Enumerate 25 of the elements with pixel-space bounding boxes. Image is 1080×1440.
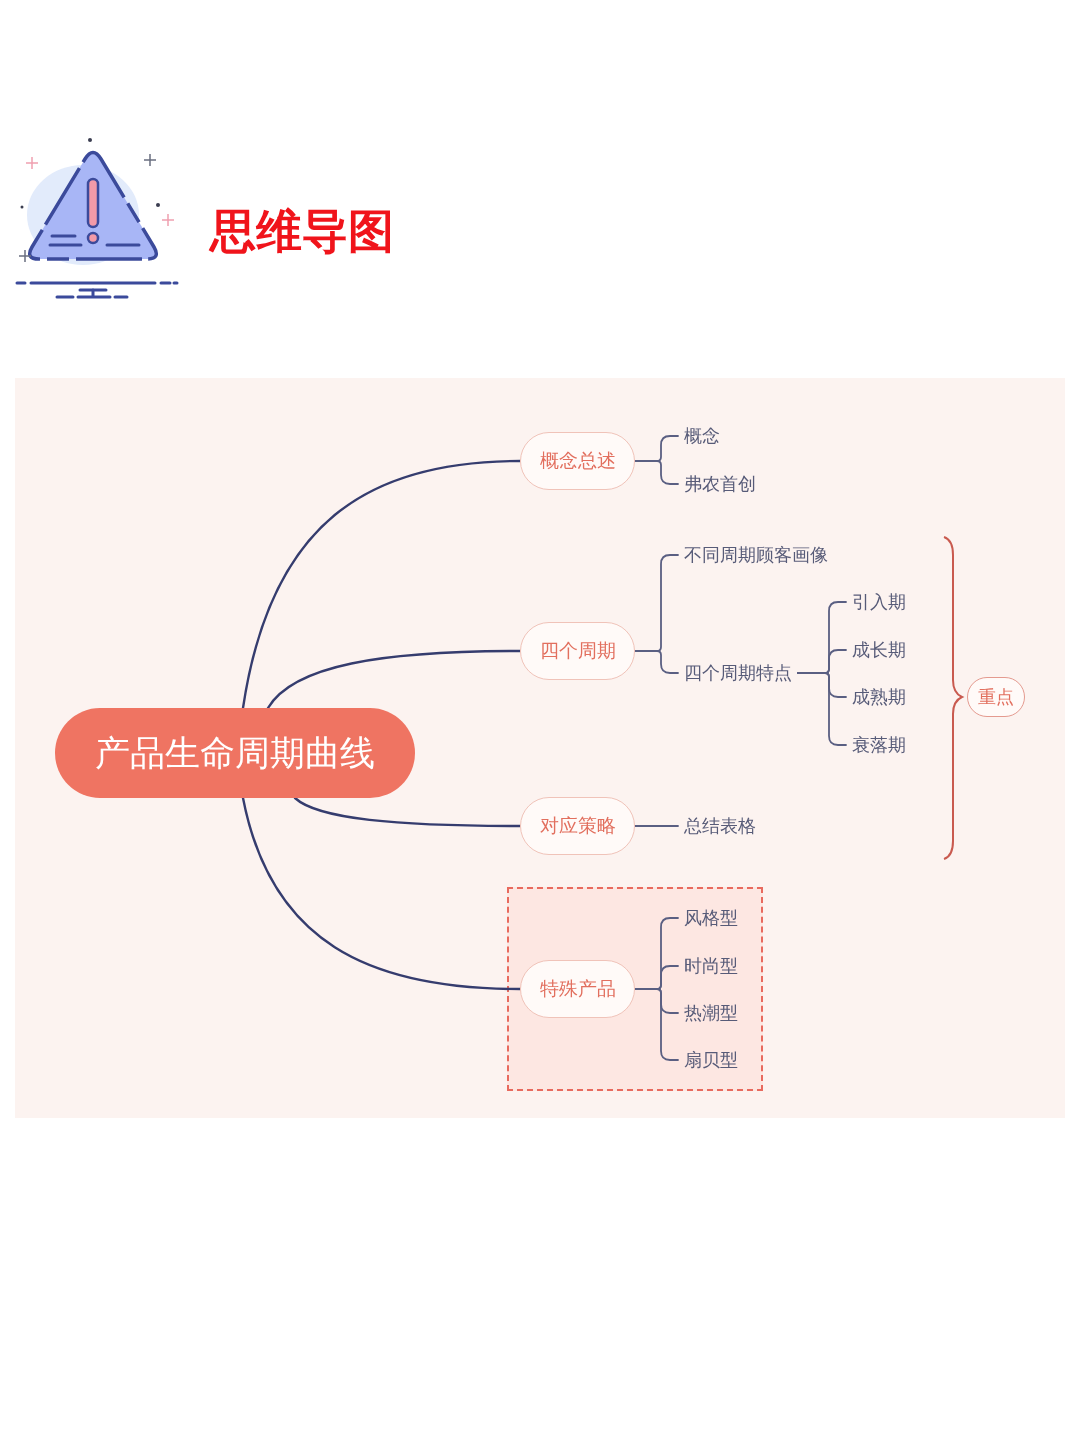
title: 思维导图 bbox=[210, 203, 394, 260]
curved-connector bbox=[241, 796, 522, 991]
bracket-connector bbox=[634, 460, 679, 485]
leaf-text: 风格型 bbox=[678, 905, 744, 931]
group-frame bbox=[507, 887, 763, 1091]
branch-pill: 特殊产品 bbox=[520, 960, 635, 1018]
bracket-connector bbox=[634, 650, 679, 674]
leaf-text: 成熟期 bbox=[846, 684, 912, 710]
curved-connector bbox=[241, 459, 522, 710]
leaf-text: 时尚型 bbox=[678, 953, 744, 979]
leaf-text: 概念 bbox=[678, 423, 726, 449]
connector-line bbox=[634, 825, 679, 827]
central-topic-box: 产品生命周期曲线 bbox=[55, 708, 415, 798]
leaf-text: 四个周期特点 bbox=[678, 660, 798, 686]
leaf-text: 不同周期顾客画像 bbox=[678, 542, 834, 568]
bracket-connector bbox=[634, 988, 679, 1061]
leaf-text: 衰落期 bbox=[846, 732, 912, 758]
leaf-text: 成长期 bbox=[846, 637, 912, 663]
leaf-text: 弗农首创 bbox=[678, 471, 762, 497]
curved-connector bbox=[293, 796, 522, 828]
leaf-text: 热潮型 bbox=[678, 1000, 744, 1026]
leaf-text: 引入期 bbox=[846, 589, 912, 615]
leaf-text: 扇贝型 bbox=[678, 1047, 744, 1073]
leaf-text: 总结表格 bbox=[678, 813, 762, 839]
curved-connector bbox=[266, 649, 522, 710]
